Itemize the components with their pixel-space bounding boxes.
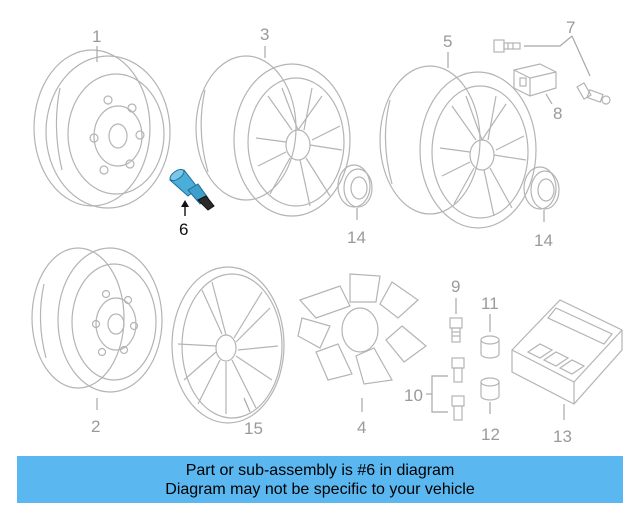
- center-cap-part-14-left[interactable]: [337, 164, 373, 208]
- tpms-sensor-part-8[interactable]: [513, 63, 557, 97]
- wheel-bolt-part-9[interactable]: [449, 317, 463, 343]
- center-cap-part-14-right[interactable]: [523, 166, 560, 210]
- wheel-bolts-part-10[interactable]: [451, 357, 465, 421]
- tool-case-part-13[interactable]: [511, 299, 623, 405]
- part-label-8[interactable]: 8: [553, 104, 562, 123]
- part-label-14-right[interactable]: 14: [534, 231, 553, 250]
- parts-diagram: 1 3 5 7 8: [31, 18, 623, 446]
- wheel-trim-part-4[interactable]: [297, 273, 427, 385]
- part-label-9[interactable]: 9: [451, 277, 460, 296]
- part-label-12[interactable]: 12: [481, 425, 500, 444]
- part-label-2[interactable]: 2: [91, 417, 100, 436]
- banner-line-2: Diagram may not be specific to your vehi…: [165, 480, 475, 498]
- lock-nut-part-12[interactable]: [480, 377, 500, 401]
- alloy-wheel-part-3[interactable]: [195, 55, 351, 217]
- info-banner: Part or sub-assembly is #6 in diagram Di…: [17, 456, 623, 503]
- part-label-4[interactable]: 4: [357, 418, 366, 437]
- banner-line-1: Part or sub-assembly is #6 in diagram: [185, 461, 455, 479]
- part-label-14-left[interactable]: 14: [347, 228, 366, 247]
- part-label-1[interactable]: 1: [92, 27, 101, 46]
- part-label-6[interactable]: 6: [179, 220, 188, 239]
- part-label-7[interactable]: 7: [566, 18, 575, 37]
- wheel-cover-part-15[interactable]: [171, 266, 285, 424]
- alloy-wheel-part-5[interactable]: [379, 65, 537, 229]
- valve-stem-part-6[interactable]: [168, 167, 215, 211]
- part-label-13[interactable]: 13: [553, 427, 572, 446]
- valve-stem-small[interactable]: [576, 82, 611, 105]
- lock-nut-part-11[interactable]: [480, 335, 500, 359]
- part-label-15[interactable]: 15: [244, 419, 263, 438]
- part-label-11[interactable]: 11: [481, 294, 499, 313]
- part-label-5[interactable]: 5: [443, 32, 452, 51]
- bolt-part-7[interactable]: [493, 39, 521, 53]
- part-label-10[interactable]: 10: [404, 386, 423, 405]
- steel-wheel-part-2[interactable]: [31, 247, 163, 393]
- part-label-3[interactable]: 3: [260, 25, 269, 44]
- steel-wheel-part-1[interactable]: [33, 49, 171, 209]
